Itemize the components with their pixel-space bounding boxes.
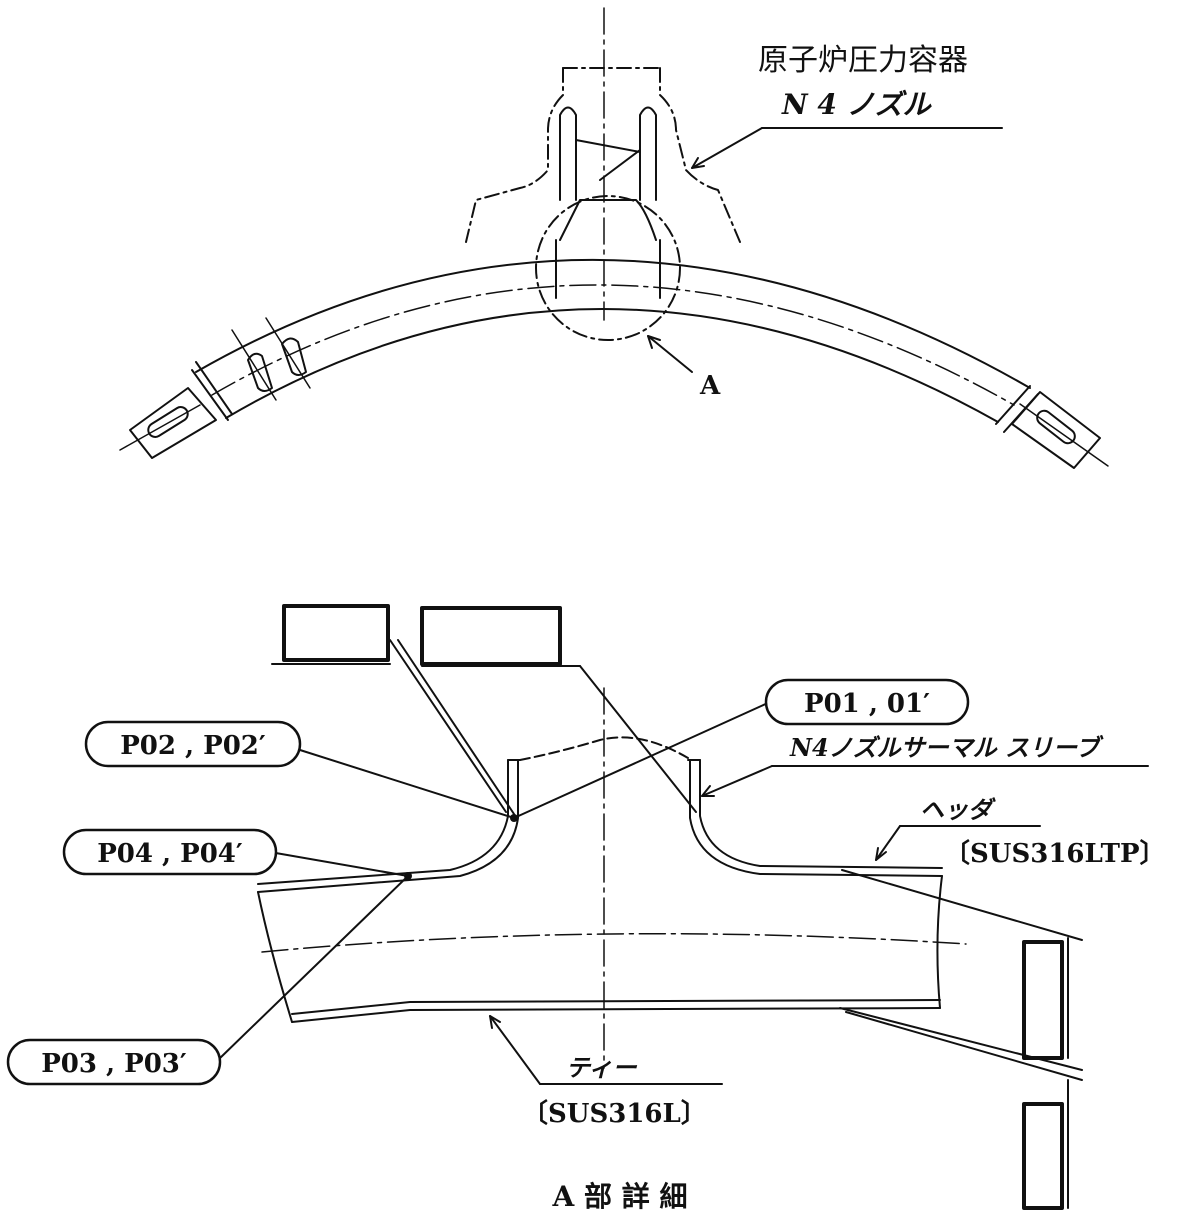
- callout-box-3: [1022, 940, 1064, 1060]
- left-end-cap: [129, 387, 217, 459]
- right-end-collar: [995, 385, 1039, 433]
- callout-box-2: [420, 606, 562, 666]
- cut-line-f: [845, 1011, 1083, 1081]
- detail-circle-a: [535, 195, 681, 341]
- tee-bottom-outer: [291, 1007, 941, 1023]
- left-stud-1: [247, 352, 273, 392]
- text-layer: 原子炉圧力容器 N 4 ノズル A P01 , 01′ P02 , P02′ P…: [6, 43, 1166, 1213]
- header-pipe-outer: [195, 258, 1031, 389]
- header-leader-diagonal: [875, 825, 901, 861]
- tee-leader-arrow: [489, 1015, 501, 1029]
- top-view: [119, 7, 1109, 469]
- detail-leader-arrow: [647, 335, 661, 349]
- detail-marker-a: A: [699, 371, 721, 401]
- tee-bottom-inner: [291, 999, 941, 1015]
- p03-pill: [6, 1038, 222, 1086]
- left-end-collar: [191, 361, 233, 421]
- vessel-label-line1: 原子炉圧力容器: [758, 43, 968, 78]
- sleeve-outer: [257, 759, 943, 885]
- right-end-cap: [1011, 391, 1101, 469]
- header-material-label: 〔SUS316LTP〕: [944, 839, 1166, 869]
- tee-centerline: [261, 932, 967, 953]
- detail-caption: A 部 詳 細: [552, 1180, 688, 1213]
- p01-label: P01 , 01′: [804, 689, 930, 719]
- p02-leader: [299, 749, 515, 819]
- p02-label: P02 , P02′: [120, 731, 266, 761]
- tee-label: ティー: [566, 1053, 638, 1082]
- nozzle-outline: [465, 67, 741, 243]
- detail-view: [217, 604, 1149, 1210]
- detail-leader: [647, 335, 693, 373]
- p04-leader: [269, 851, 409, 877]
- left-stud-line-2: [265, 317, 311, 389]
- tee-leader-diagonal: [489, 1015, 541, 1085]
- tee-body-left-edge: [257, 891, 293, 1023]
- left-end-axis: [119, 404, 201, 451]
- cut-line-d: [841, 869, 1083, 941]
- p04-label: P04 , P04′: [97, 839, 243, 869]
- tee-riser: [559, 199, 657, 241]
- sleeve-label: N4ノズルサーマル スリーブ: [789, 733, 1105, 762]
- header-pipe-center: [211, 284, 1015, 406]
- cut-line-a: [389, 639, 507, 813]
- vessel-leader-diagonal: [691, 127, 763, 169]
- p04-pill: [62, 828, 278, 876]
- p01-pill: [764, 678, 970, 726]
- sleeve-break-wave: [519, 736, 689, 761]
- callout-box-1: [282, 604, 390, 662]
- callout-box-4: [1022, 1102, 1064, 1210]
- header-leader-arrow: [875, 847, 887, 861]
- cut-line-c: [579, 665, 697, 813]
- right-end-slot: [1036, 409, 1076, 445]
- header-label: ヘッダ: [920, 795, 996, 824]
- p03-leader: [217, 875, 409, 1061]
- header-pipe-inner: [225, 308, 999, 423]
- cut-line-e: [839, 1007, 1083, 1071]
- sleeve-inner: [257, 759, 943, 893]
- nozzle-bore-left: [559, 106, 577, 201]
- sleeve-leader-arrow: [701, 785, 715, 797]
- vessel-label-line2: N 4 ノズル: [781, 88, 933, 121]
- vessel-leader-arrow: [691, 157, 705, 169]
- p02-pill: [84, 720, 302, 768]
- p03-label: P03 , P03′: [41, 1049, 187, 1079]
- left-stud-line-1: [231, 329, 277, 401]
- left-stud-2: [281, 337, 307, 376]
- nozzle-inner-diagonal: [575, 139, 641, 153]
- left-end-slot: [147, 406, 189, 438]
- tee-material-label: 〔SUS316L〕: [522, 1099, 707, 1129]
- sleeve-leader-diagonal: [701, 765, 773, 797]
- p01-leader: [513, 701, 771, 819]
- tee-body-right-edge: [936, 875, 943, 1009]
- nozzle-bore-right: [639, 106, 657, 201]
- right-end-axis: [1019, 403, 1109, 467]
- cut-line-b: [397, 639, 515, 815]
- nozzle-inner-diagonal-2: [599, 149, 641, 181]
